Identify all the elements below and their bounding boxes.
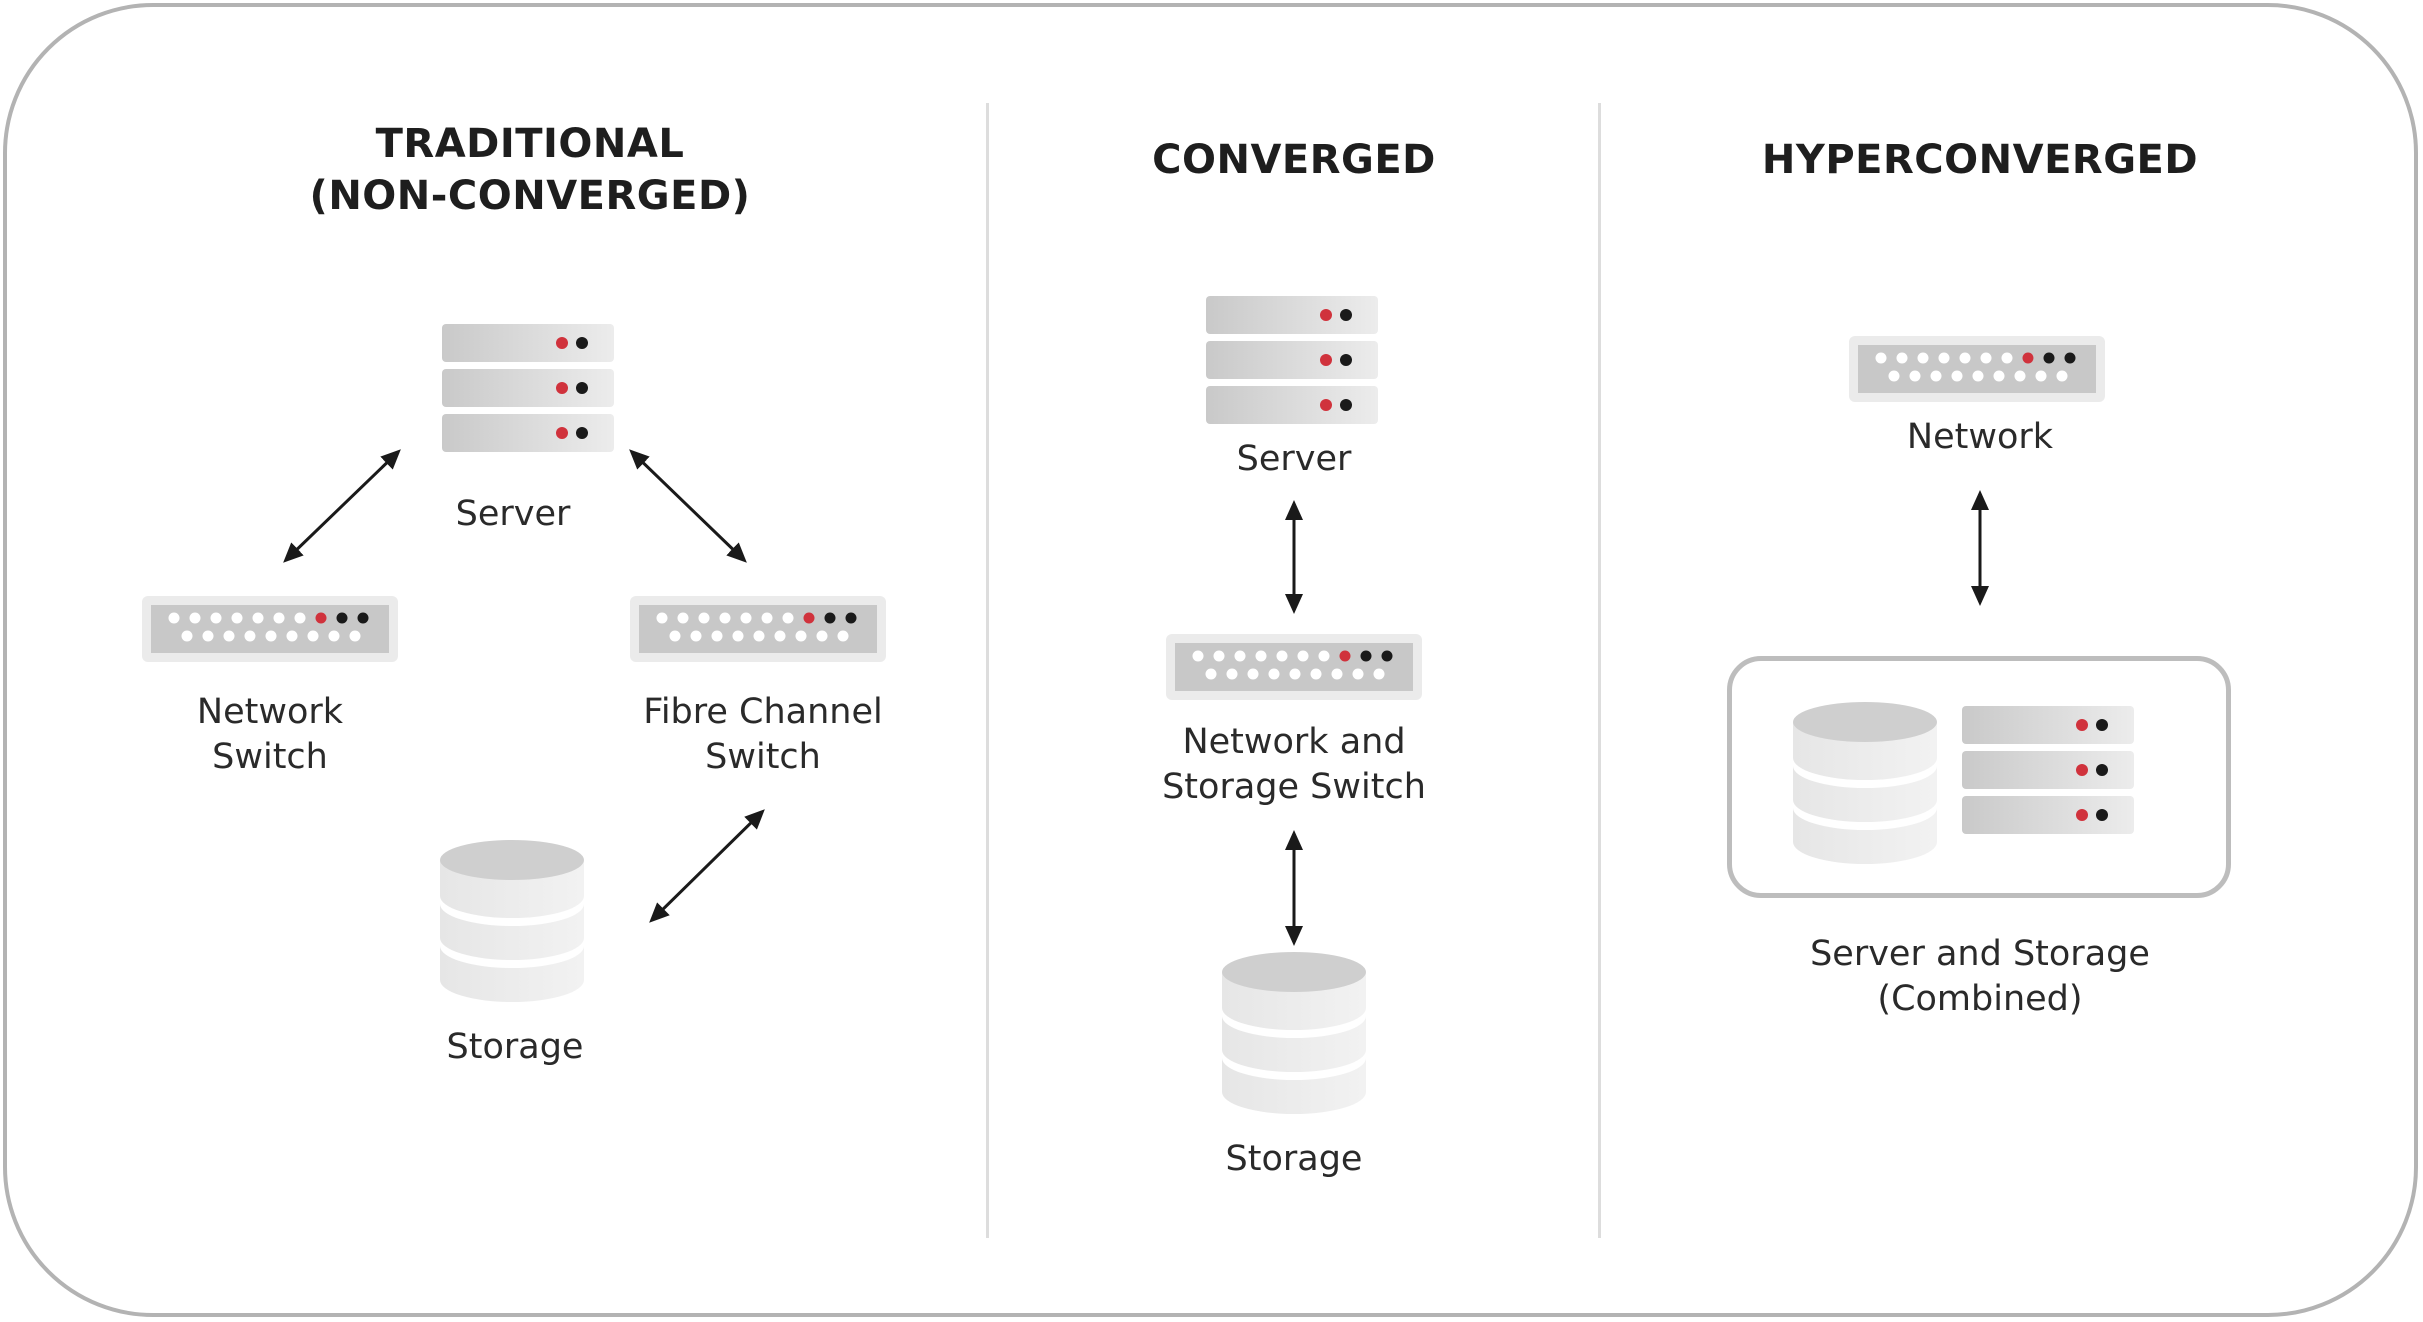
converged-switch-icon (1166, 634, 1422, 700)
traditional-network-switch-label: Network Switch (170, 690, 370, 780)
hyperconverged-combined-label: Server and Storage (Combined) (1780, 932, 2180, 1022)
converged-server-icon (1206, 296, 1378, 424)
hyperconverged-network-label: Network (1906, 417, 2054, 457)
traditional-fc-switch-icon (630, 596, 886, 662)
traditional-title-line2: (NON-CONVERGED) (309, 173, 751, 219)
traditional-title: TRADITIONAL (NON-CONVERGED) (280, 118, 780, 222)
network-switch-label-line1: Network (196, 692, 344, 732)
hyperconverged-title: HYPERCONVERGED (1761, 137, 2199, 183)
fc-switch-label-line1: Fibre Channel (643, 692, 883, 732)
server-fc-switch-arrow (629, 449, 747, 563)
converged-switch-label: Network and Storage Switch (1144, 720, 1444, 810)
column-divider-1 (986, 103, 989, 1238)
traditional-server-label: Server (455, 494, 571, 534)
converged-storage-label: Storage (1225, 1139, 1363, 1179)
traditional-fc-switch-label: Fibre Channel Switch (613, 690, 913, 780)
converged-switch-label-line2: Storage Switch (1162, 767, 1426, 807)
fc-switch-label-line2: Switch (705, 737, 821, 777)
converged-storage-icon (1222, 952, 1366, 1114)
traditional-network-switch-icon (142, 596, 398, 662)
converged-title: CONVERGED (1152, 137, 1436, 183)
hyperconverged-network-icon (1849, 336, 2105, 402)
combined-server-storage-box (1727, 656, 2231, 898)
combined-label-line1: Server and Storage (1810, 934, 2150, 974)
column-divider-2 (1598, 103, 1601, 1238)
converged-server-label: Server (1236, 439, 1352, 479)
network-switch-label-line2: Switch (212, 737, 328, 777)
traditional-storage-label: Storage (446, 1027, 584, 1067)
traditional-server-icon (442, 324, 614, 452)
fc-switch-storage-arrow (649, 809, 765, 923)
converged-switch-label-line1: Network and (1182, 722, 1406, 762)
server-network-switch-arrow (283, 449, 401, 563)
combined-label-line2: (Combined) (1877, 979, 2083, 1019)
traditional-storage-icon (440, 840, 584, 1002)
traditional-title-line1: TRADITIONAL (375, 121, 685, 167)
